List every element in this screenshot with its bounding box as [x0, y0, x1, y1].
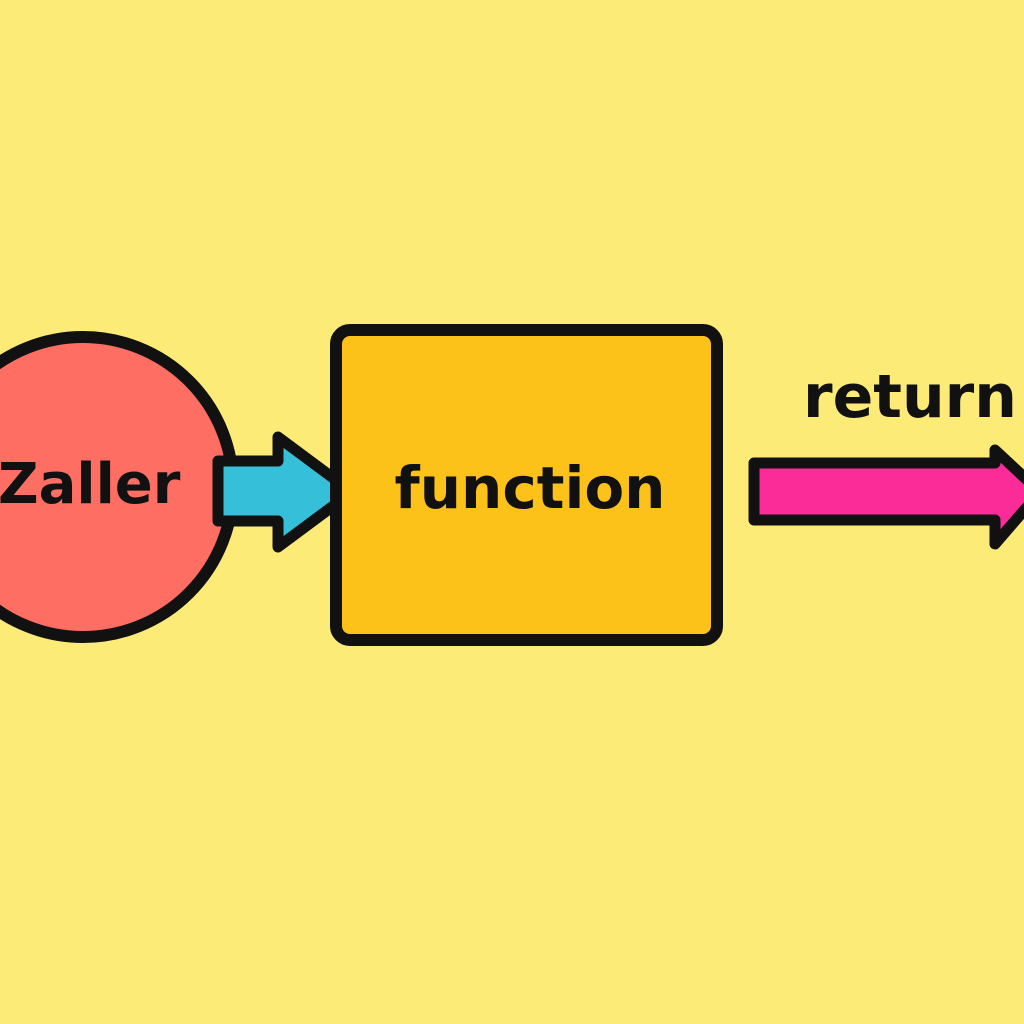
return-label: return [803, 362, 1017, 432]
function-node: function [330, 324, 723, 646]
call-arrow [212, 431, 358, 553]
caller-label: Zaller [0, 452, 181, 517]
function-label: function [395, 454, 666, 522]
function-box [330, 324, 723, 646]
return-arrow [748, 444, 1024, 550]
caller-node: Zaller [0, 331, 239, 643]
